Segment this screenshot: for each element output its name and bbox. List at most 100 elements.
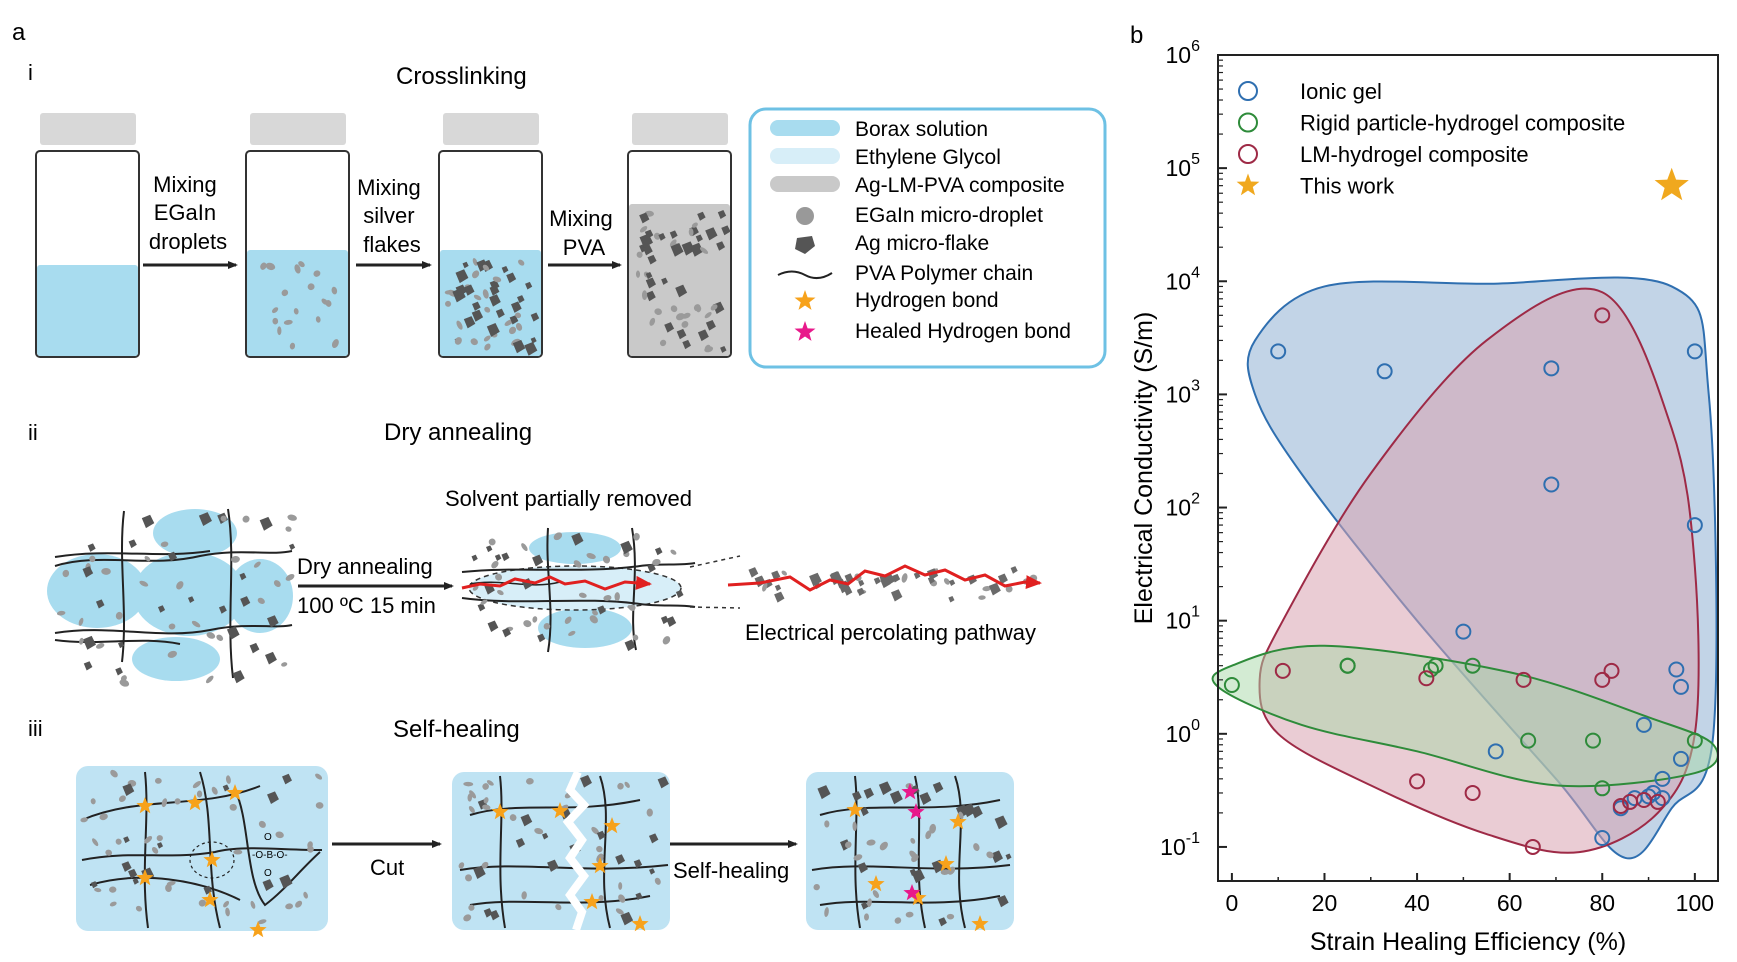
y-tick-label: 104 — [1166, 264, 1201, 294]
egain-droplet — [659, 339, 667, 347]
composite-particles — [635, 210, 731, 353]
series-0-point — [1594, 829, 1611, 846]
egain-droplet — [321, 298, 329, 305]
glycol-swatch — [770, 148, 840, 164]
egain-droplet — [688, 228, 694, 237]
egain-droplet — [614, 592, 620, 602]
egain-droplet — [223, 900, 230, 908]
ag-flake — [666, 616, 677, 627]
ag-flake — [462, 261, 469, 269]
egain-droplet — [473, 294, 482, 301]
vial-composite — [627, 113, 732, 358]
egain-droplet — [940, 869, 950, 875]
healed-hydrogen-bond-star — [903, 884, 921, 901]
legend-hbond: Hydrogen bond — [855, 289, 999, 312]
egain-droplet — [258, 820, 266, 828]
legend-this-work-marker — [1236, 173, 1260, 196]
egain-droplet — [586, 553, 596, 560]
ag-flake — [537, 633, 546, 643]
egain-droplet — [315, 802, 324, 809]
series-1-point — [1339, 657, 1356, 674]
egain-droplet — [526, 778, 534, 785]
silver-flakes — [444, 258, 540, 356]
y-tick-label: 106 — [1166, 38, 1201, 68]
ag-flake — [681, 241, 695, 256]
egain-droplet — [710, 304, 718, 311]
egain-droplet — [624, 781, 630, 788]
egain-droplet — [946, 913, 955, 920]
ag-flake — [962, 803, 976, 818]
ag-flake — [489, 285, 500, 296]
egain-droplet — [469, 790, 477, 799]
ag-flake — [249, 642, 260, 654]
ag-flake — [635, 892, 643, 901]
egain-droplet — [225, 775, 231, 784]
ag-flake — [645, 271, 653, 280]
ag-flake — [645, 290, 656, 302]
series-0-point — [1543, 476, 1560, 493]
series-0-point — [1672, 750, 1689, 767]
ag-flake — [282, 773, 292, 785]
egain-droplet — [191, 620, 201, 628]
y-tick-label: 100 — [1166, 717, 1201, 747]
ag-flake — [670, 243, 684, 257]
egain-droplet — [488, 538, 496, 546]
network-before-annealing — [47, 508, 297, 687]
ag-flake — [156, 842, 164, 849]
egain-droplet — [845, 841, 852, 849]
ag-flake — [232, 670, 245, 684]
egain-droplet — [486, 780, 494, 786]
ag-flake — [720, 346, 727, 353]
legend-egain: EGaIn micro-droplet — [855, 204, 1043, 227]
ag-flake — [128, 539, 137, 549]
egain-droplet — [482, 783, 489, 790]
egain-droplet — [781, 570, 787, 576]
egain-droplet — [260, 262, 267, 270]
egain-droplet — [573, 560, 582, 568]
hydrogen-bond-star — [937, 855, 955, 872]
egain-droplet — [205, 675, 214, 684]
egain-droplet — [257, 919, 267, 925]
egain-droplet — [176, 581, 184, 590]
ag-flake — [675, 284, 688, 298]
hydrogen-bond-star — [583, 893, 601, 910]
ag-flake — [279, 874, 293, 889]
series-1-point — [1594, 780, 1611, 797]
panel-a-label: a — [12, 19, 26, 46]
series-1-point — [1422, 661, 1439, 678]
egain-droplet — [973, 843, 980, 852]
egain-droplet — [641, 290, 648, 301]
ag-flake — [620, 540, 633, 555]
egain-droplet — [206, 632, 216, 639]
hydrogen-bond-star — [249, 921, 267, 938]
ag-flake — [532, 554, 544, 567]
egain-droplet — [762, 582, 768, 592]
egain-droplet — [515, 312, 522, 319]
ag-flake — [187, 596, 195, 604]
ag-flake — [642, 244, 653, 256]
ag-flake — [580, 774, 592, 788]
ag-flake — [774, 584, 782, 592]
egain-droplet — [94, 887, 102, 893]
section-ii-label: ii — [28, 420, 38, 445]
egain-droplet — [139, 580, 149, 587]
ag-flake — [267, 615, 279, 628]
vial-silver — [438, 113, 543, 358]
ag-flake — [486, 545, 493, 553]
egain-droplet — [483, 797, 489, 804]
egain-droplet — [602, 555, 611, 564]
egain-droplet — [617, 782, 624, 790]
egain-droplet — [110, 769, 118, 778]
ag-flake — [649, 868, 656, 875]
egain-droplet — [293, 308, 299, 315]
ag-flake — [949, 579, 956, 587]
series-2-point — [1274, 662, 1291, 679]
region-envelopes — [1211, 276, 1719, 860]
annealing-conditions-label: 100 ºC 15 min — [297, 593, 436, 618]
egain-droplet — [879, 841, 888, 851]
egain-droplet — [470, 338, 478, 346]
series-1-point — [1686, 732, 1703, 749]
